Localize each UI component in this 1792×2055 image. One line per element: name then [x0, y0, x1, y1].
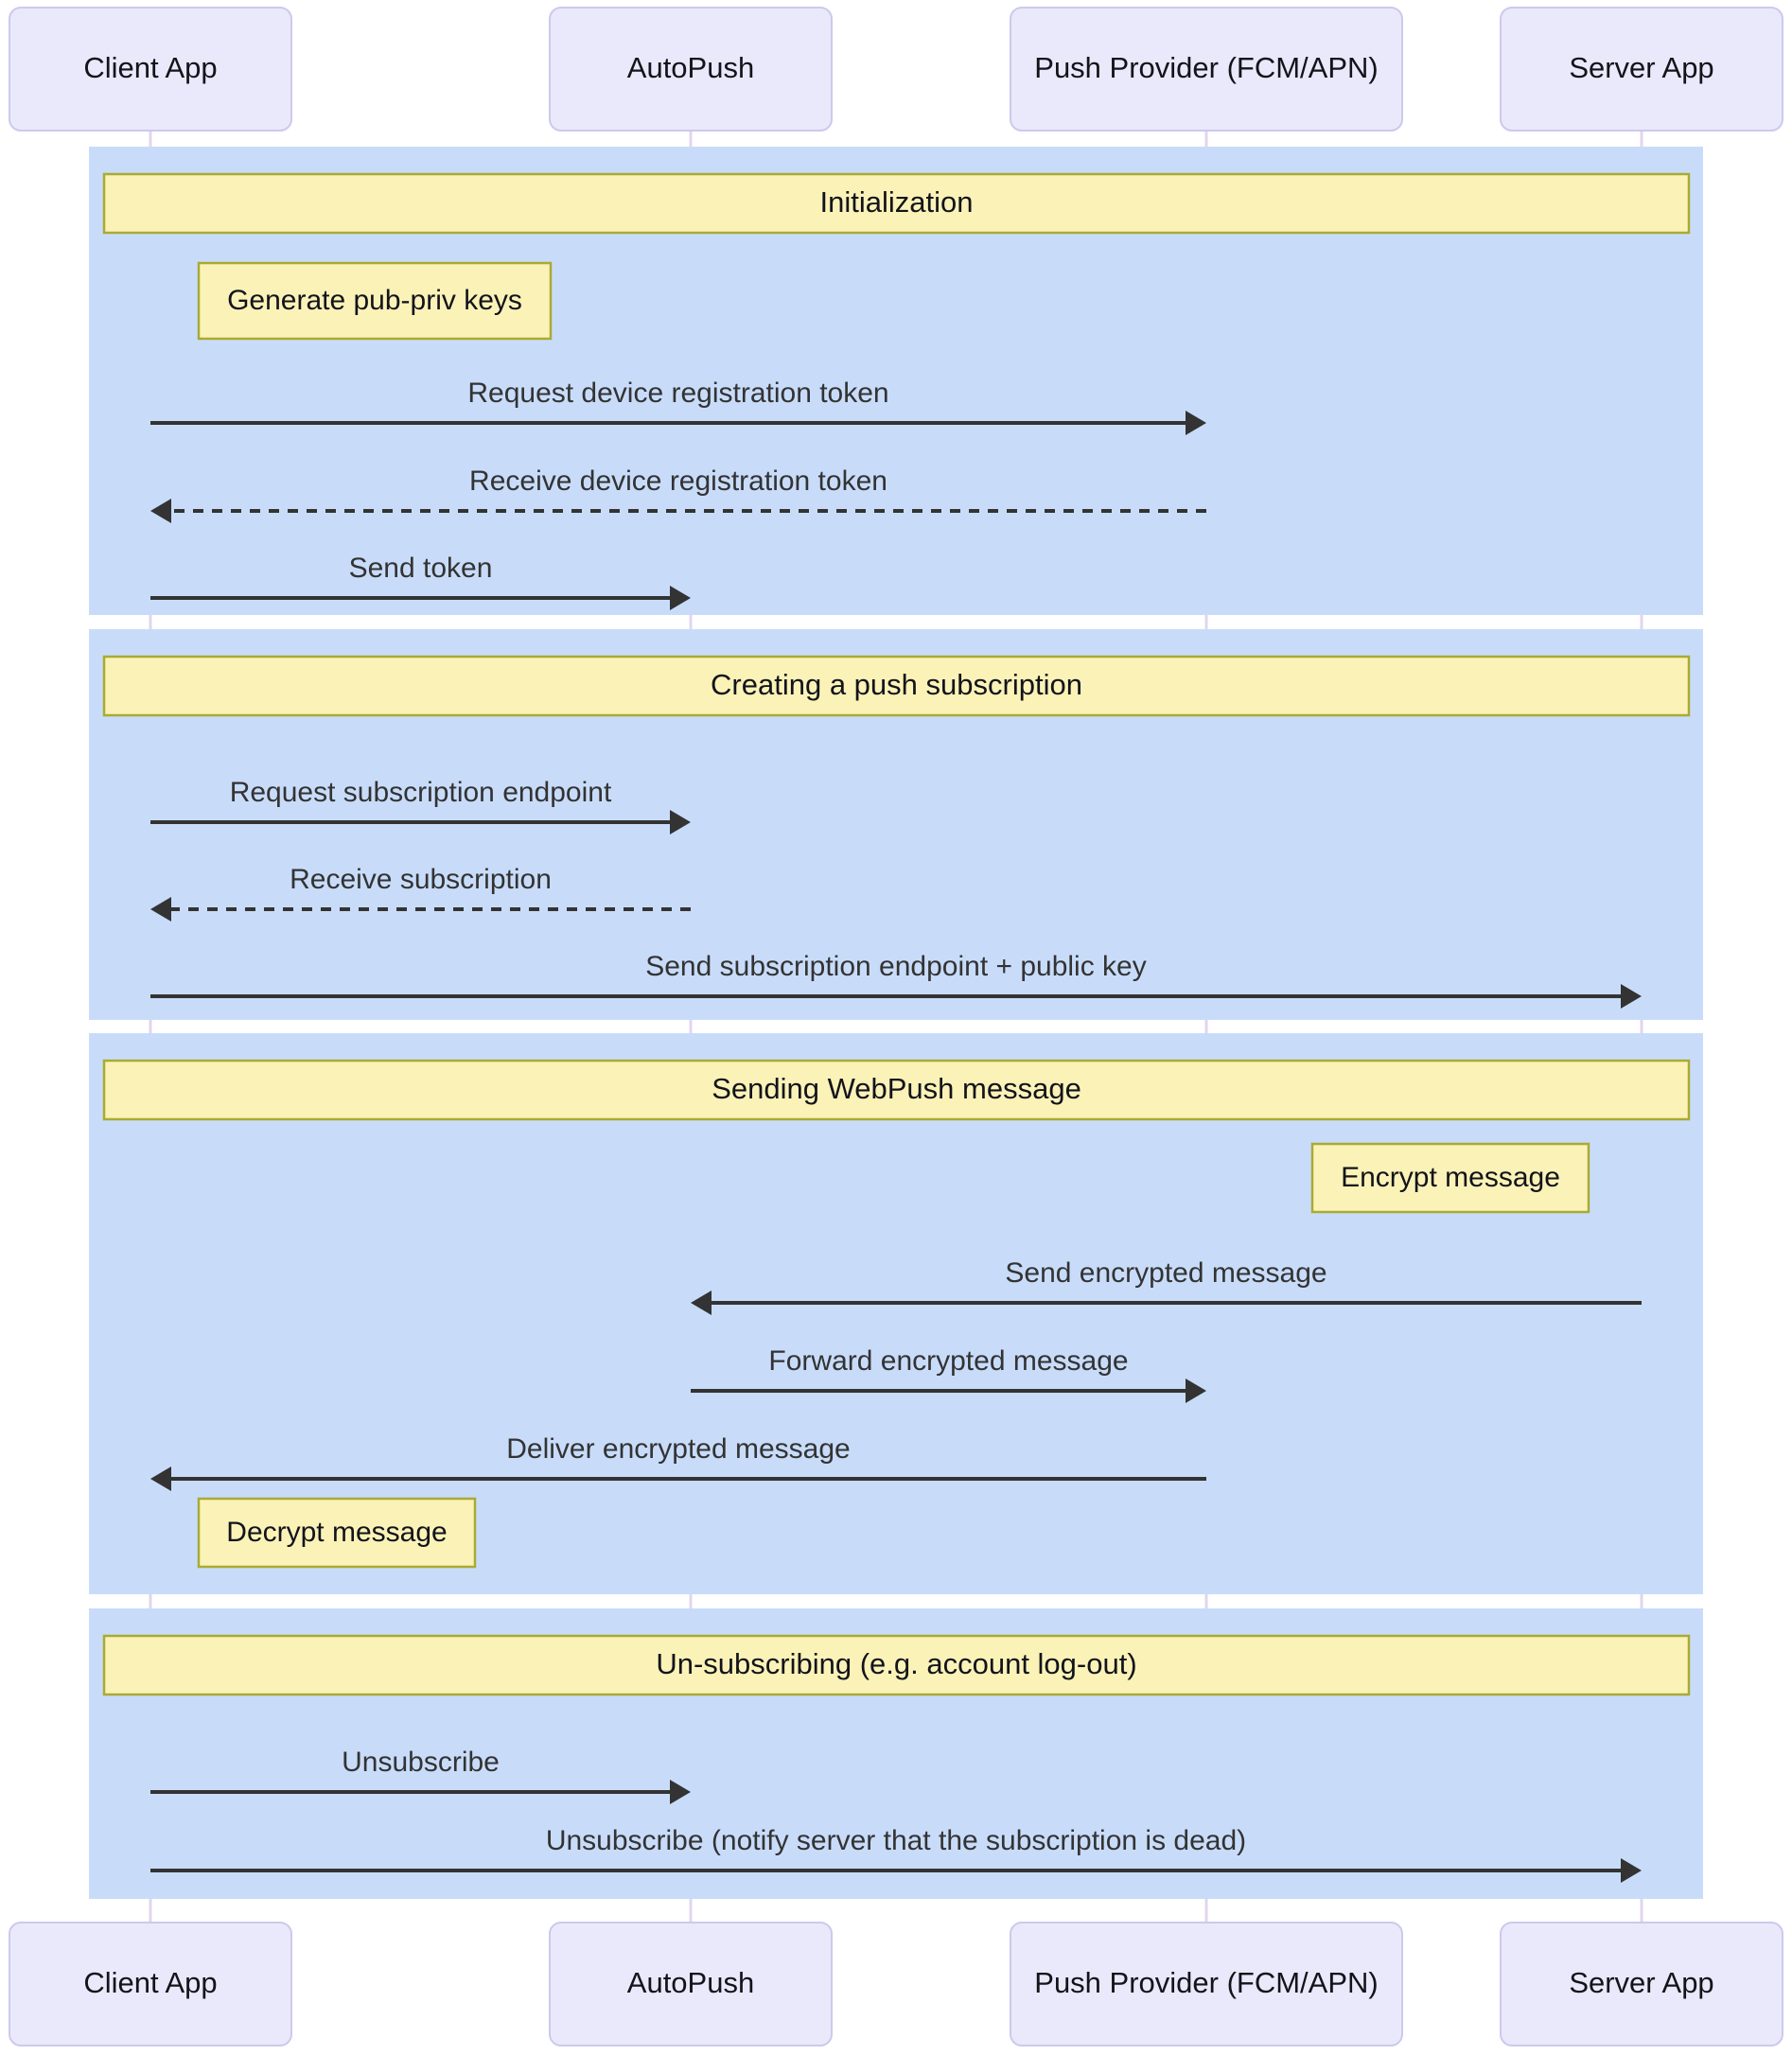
message-receive-subscription: Receive subscription — [150, 864, 691, 922]
message-label-forward-encrypted-message: Forward encrypted message — [768, 1345, 1128, 1377]
participant-label-provider-bottom: Push Provider (FCM/APN) — [1034, 1966, 1378, 1999]
message-request-device-registration-token: Request device registration token — [150, 378, 1206, 435]
message-arrowhead-request-subscription-endpoint — [670, 810, 691, 834]
section-header-label-creating-subscription: Creating a push subscription — [711, 668, 1082, 701]
message-label-request-subscription-endpoint: Request subscription endpoint — [230, 777, 612, 808]
message-unsubscribe: Unsubscribe — [150, 1747, 691, 1804]
note-label-generate-pub-priv-keys: Generate pub-priv keys — [227, 285, 522, 316]
section-header-box-creating-subscription — [102, 655, 1691, 717]
participant-box-server-top[interactable] — [1500, 7, 1783, 132]
message-send-token: Send token — [150, 553, 691, 610]
note-box-generate-pub-priv-keys — [197, 261, 553, 341]
message-request-subscription-endpoint: Request subscription endpoint — [150, 777, 691, 834]
message-label-receive-subscription: Receive subscription — [290, 864, 552, 895]
participant-label-server-top: Server App — [1569, 51, 1713, 84]
participant-box-client-bottom[interactable] — [9, 1922, 292, 2046]
participant-box-server-bottom[interactable] — [1500, 1922, 1783, 2046]
message-arrowhead-receive-device-registration-token — [150, 499, 171, 523]
message-forward-encrypted-message: Forward encrypted message — [691, 1345, 1206, 1403]
message-label-unsubscribe: Unsubscribe — [342, 1747, 500, 1778]
message-unsubscribe-notify-server-that-the-subscription-is-dead: Unsubscribe (notify server that the subs… — [150, 1825, 1642, 1883]
message-arrowhead-deliver-encrypted-message — [150, 1467, 171, 1491]
message-label-send-subscription-endpoint-public-key: Send subscription endpoint + public key — [645, 951, 1147, 982]
participant-autopush-top[interactable]: AutoPush — [549, 7, 833, 132]
message-label-unsubscribe-notify-server-that-the-subscription-is-dead: Unsubscribe (notify server that the subs… — [546, 1825, 1246, 1856]
note-box-encrypt-message — [1310, 1142, 1590, 1214]
participant-box-autopush-bottom[interactable] — [549, 1922, 833, 2046]
message-deliver-encrypted-message: Deliver encrypted message — [150, 1433, 1206, 1491]
message-arrowhead-unsubscribe-notify-server-that-the-subscription-is-dead — [1621, 1858, 1642, 1883]
participant-client-top[interactable]: Client App — [9, 7, 292, 132]
participant-box-provider-bottom[interactable] — [1010, 1922, 1403, 2046]
section-header-box-sending-webpush-message — [102, 1059, 1691, 1121]
message-send-subscription-endpoint-public-key: Send subscription endpoint + public key — [150, 951, 1642, 1009]
participant-box-client-top[interactable] — [9, 7, 292, 132]
message-arrowhead-receive-subscription — [150, 897, 171, 922]
section-header-box-un-subscribing — [102, 1634, 1691, 1696]
message-arrowhead-unsubscribe — [670, 1780, 691, 1804]
message-label-receive-device-registration-token: Receive device registration token — [469, 465, 887, 497]
section-header-label-sending-webpush-message: Sending WebPush message — [712, 1072, 1081, 1105]
message-label-request-device-registration-token: Request device registration token — [467, 378, 888, 409]
note-label-decrypt-message: Decrypt message — [226, 1517, 447, 1548]
participant-provider-top[interactable]: Push Provider (FCM/APN) — [1010, 7, 1403, 132]
section-header-label-un-subscribing: Un-subscribing (e.g. account log-out) — [656, 1647, 1136, 1680]
participant-label-autopush-top: AutoPush — [627, 51, 754, 84]
message-label-deliver-encrypted-message: Deliver encrypted message — [506, 1433, 851, 1465]
message-arrowhead-forward-encrypted-message — [1186, 1379, 1206, 1403]
participant-client-bottom[interactable]: Client App — [9, 1922, 292, 2046]
participant-label-client-bottom: Client App — [83, 1966, 217, 1999]
section-un-subscribing: Un-subscribing (e.g. account log-out) Uns… — [89, 1608, 1703, 1899]
message-label-send-encrypted-message: Send encrypted message — [1005, 1257, 1326, 1289]
participant-box-provider-top[interactable] — [1010, 7, 1403, 132]
message-arrowhead-send-subscription-endpoint-public-key — [1621, 984, 1642, 1009]
message-send-encrypted-message: Send encrypted message — [691, 1257, 1642, 1315]
message-receive-device-registration-token: Receive device registration token — [150, 465, 1206, 523]
note-box-decrypt-message — [197, 1497, 477, 1569]
participant-label-autopush-bottom: AutoPush — [627, 1966, 754, 1999]
message-arrowhead-send-encrypted-message — [691, 1291, 712, 1315]
participant-box-autopush-top[interactable] — [549, 7, 833, 132]
section-header-label-initialization: Initialization — [820, 185, 974, 219]
participant-provider-bottom[interactable]: Push Provider (FCM/APN) — [1010, 1922, 1403, 2046]
message-arrowhead-request-device-registration-token — [1186, 411, 1206, 435]
section-header-box-initialization — [102, 172, 1691, 235]
note-decrypt-message: Decrypt message — [197, 1497, 477, 1569]
message-arrowhead-send-token — [670, 586, 691, 610]
note-label-encrypt-message: Encrypt message — [1341, 1162, 1560, 1193]
participant-label-server-bottom: Server App — [1569, 1966, 1713, 1999]
participant-autopush-bottom[interactable]: AutoPush — [549, 1922, 833, 2046]
note-encrypt-message: Encrypt message — [1310, 1142, 1590, 1214]
participant-label-provider-top: Push Provider (FCM/APN) — [1034, 51, 1378, 84]
participant-label-client-top: Client App — [83, 51, 217, 84]
message-label-send-token: Send token — [349, 553, 493, 584]
participant-server-bottom[interactable]: Server App — [1500, 1922, 1783, 2046]
note-generate-pub-priv-keys: Generate pub-priv keys — [197, 261, 553, 341]
participant-server-top[interactable]: Server App — [1500, 7, 1783, 132]
